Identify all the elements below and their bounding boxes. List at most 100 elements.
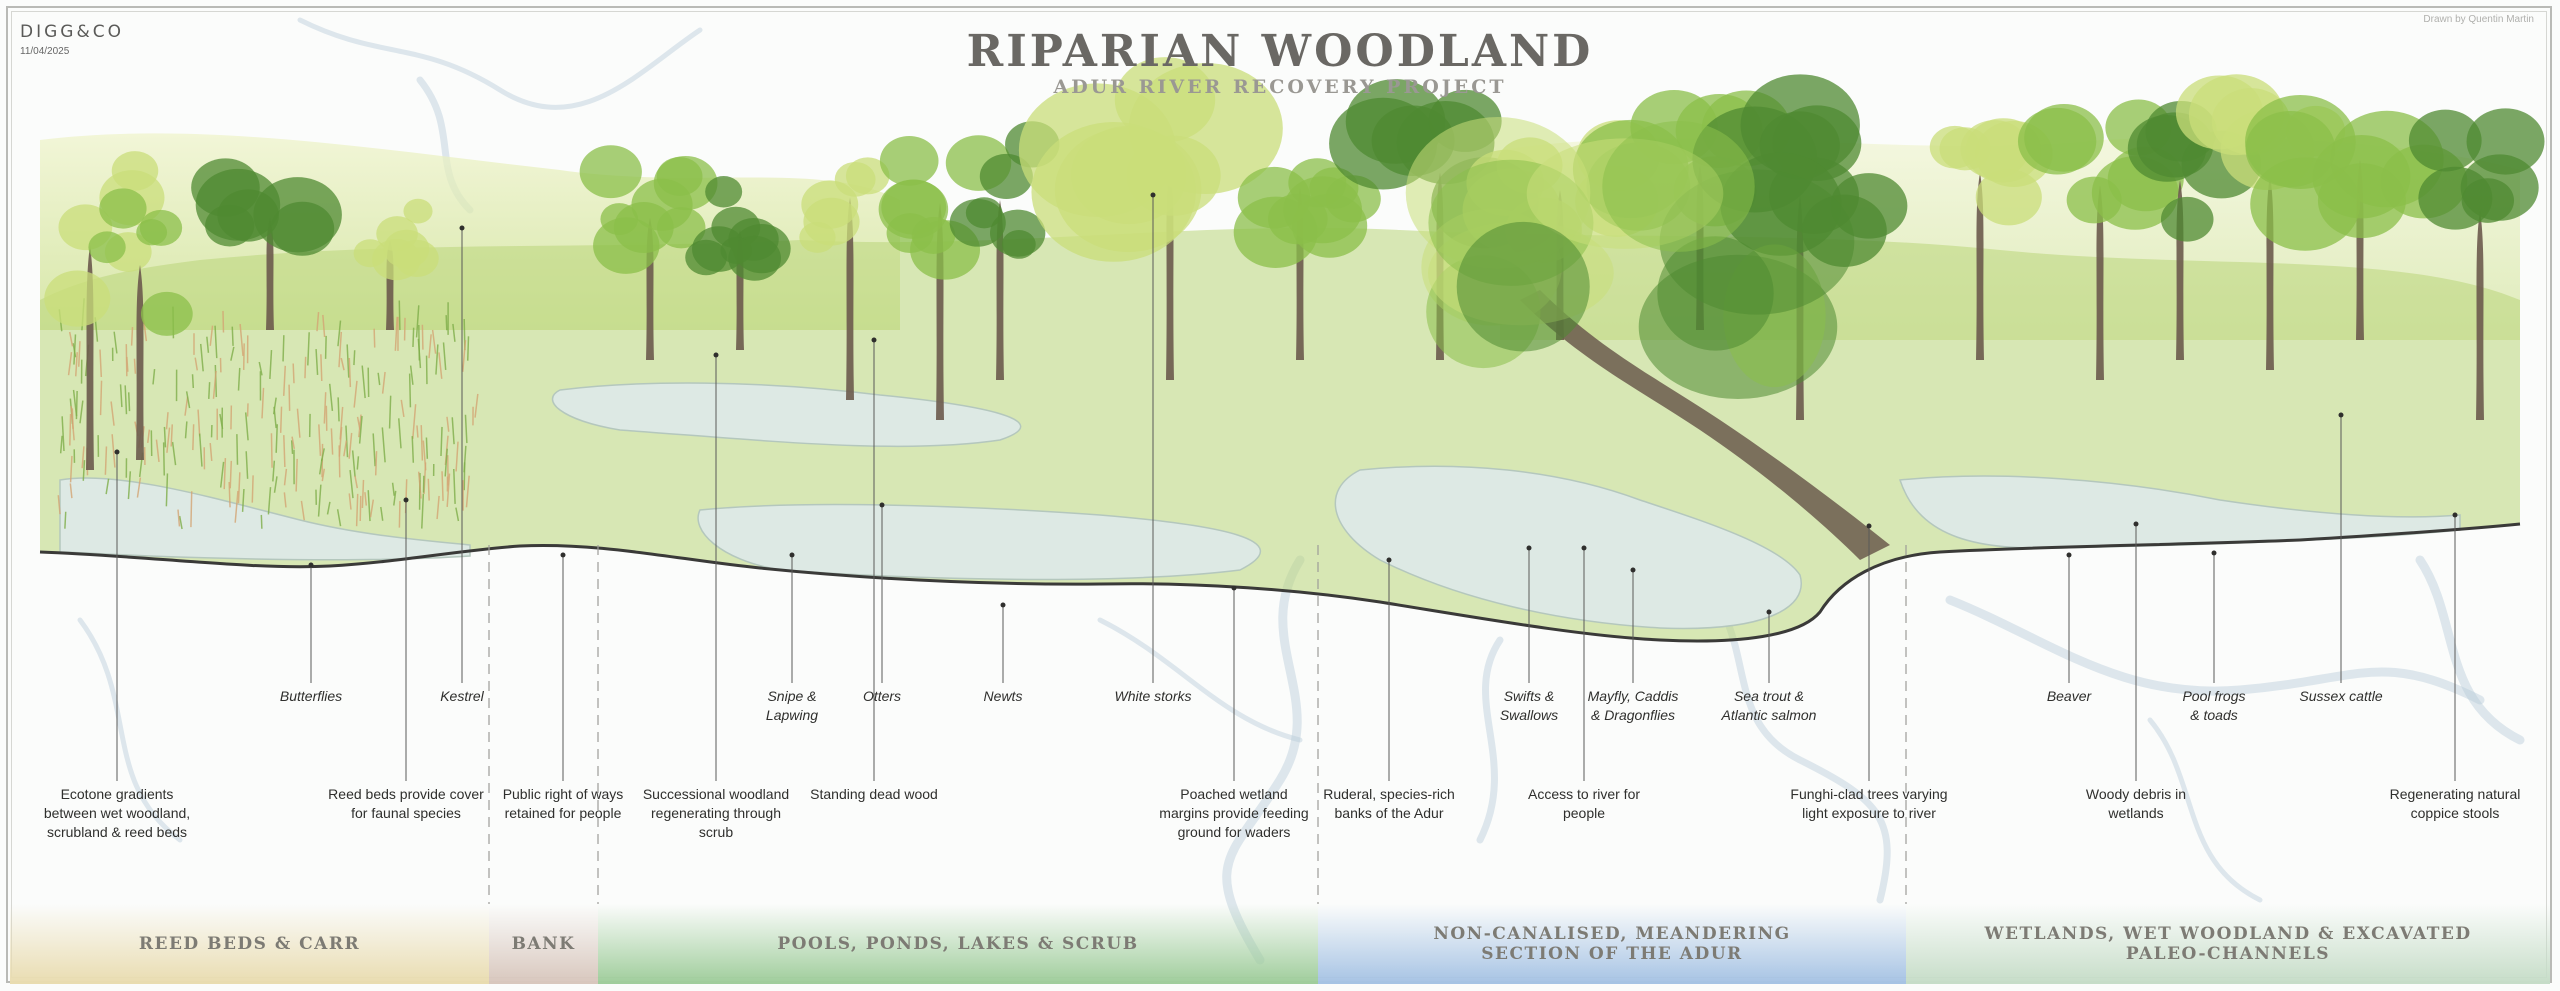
zone-label: NON-CANALISED, MEANDERING SECTION OF THE… bbox=[1433, 924, 1791, 964]
tree bbox=[685, 176, 791, 350]
reed bbox=[68, 331, 74, 347]
label-mayfly: Mayfly, Caddis& Dragonflies bbox=[1513, 687, 1753, 725]
map-line bbox=[1222, 555, 1305, 965]
reed bbox=[155, 439, 160, 462]
tree-foliage bbox=[720, 237, 753, 264]
tree-foliage bbox=[2418, 166, 2493, 230]
page-title: RIPARIAN WOODLAND bbox=[966, 26, 1594, 77]
label-beaver: Beaver bbox=[1949, 687, 2189, 706]
label-line: & Dragonflies bbox=[1590, 707, 1676, 723]
reed bbox=[184, 421, 188, 439]
tree-foliage bbox=[989, 209, 1046, 257]
tree bbox=[949, 121, 1060, 380]
leader-dot bbox=[114, 449, 120, 455]
leader-dot bbox=[403, 497, 409, 503]
zone-non-canalised: NON-CANALISED, MEANDERING SECTION OF THE… bbox=[1318, 904, 1906, 984]
reed bbox=[353, 350, 356, 366]
tree-trunk bbox=[2096, 185, 2104, 380]
label-line: light exposure to river bbox=[1802, 805, 1936, 821]
reed bbox=[336, 509, 342, 527]
reed bbox=[440, 426, 443, 456]
zone-label: WETLANDS, WET WOODLAND & EXCAVATED PALEO… bbox=[1984, 924, 2472, 964]
reed bbox=[59, 435, 63, 454]
reed bbox=[367, 490, 371, 522]
label-line: & toads bbox=[2190, 707, 2238, 723]
label-line: Sea trout & bbox=[1733, 688, 1805, 704]
leader-dot bbox=[789, 552, 795, 558]
reed bbox=[304, 356, 307, 379]
label-line: Poached wetland bbox=[1180, 786, 1288, 802]
reed bbox=[412, 404, 417, 439]
reed bbox=[438, 352, 443, 379]
reed bbox=[317, 484, 322, 517]
label-line: banks of the Adur bbox=[1334, 805, 1444, 821]
oak-foliage bbox=[1657, 236, 1774, 351]
reed bbox=[328, 383, 334, 411]
reed bbox=[337, 397, 340, 422]
reed bbox=[421, 324, 424, 350]
label-snipe: Snipe &Lapwing bbox=[672, 687, 912, 725]
reed bbox=[372, 433, 376, 467]
leader-dot bbox=[1866, 523, 1872, 529]
label-line: coppice stools bbox=[2410, 805, 2500, 821]
label-line: ground for waders bbox=[1177, 824, 1291, 840]
reed bbox=[110, 401, 115, 426]
label-line: Sussex cattle bbox=[2299, 688, 2383, 704]
tree-foliage bbox=[1031, 122, 1196, 262]
reed bbox=[307, 332, 310, 366]
reed bbox=[75, 352, 78, 377]
tree-foliage bbox=[270, 201, 335, 256]
tree-foliage bbox=[140, 291, 193, 336]
reed bbox=[318, 424, 322, 456]
reed bbox=[244, 412, 249, 441]
label-newts: Newts bbox=[883, 687, 1123, 706]
reed bbox=[421, 493, 425, 529]
label-line: Regenerating natural bbox=[2389, 786, 2521, 802]
reed bbox=[71, 408, 74, 429]
reed bbox=[359, 495, 362, 522]
tree bbox=[1018, 57, 1283, 380]
map-line bbox=[77, 617, 183, 843]
reed bbox=[282, 335, 285, 362]
label-line: wetlands bbox=[2108, 805, 2164, 821]
zone-pools: POOLS, PONDS, LAKES & SCRUB bbox=[598, 904, 1318, 984]
reed bbox=[147, 429, 151, 443]
leader-dot bbox=[2133, 521, 2139, 527]
reed bbox=[104, 446, 108, 475]
reed bbox=[465, 475, 470, 508]
reed bbox=[234, 490, 239, 523]
reed bbox=[119, 384, 123, 408]
reed bbox=[81, 446, 85, 469]
map-line bbox=[2147, 717, 2263, 903]
reed bbox=[228, 481, 231, 508]
reed bbox=[258, 361, 263, 376]
reed bbox=[82, 460, 86, 481]
reed bbox=[315, 348, 319, 376]
reed bbox=[364, 492, 368, 506]
reed bbox=[348, 432, 353, 459]
water-body bbox=[59, 477, 471, 561]
reed bbox=[318, 458, 323, 475]
reed bbox=[455, 507, 460, 522]
reed bbox=[343, 440, 348, 457]
water-body bbox=[1334, 465, 1802, 630]
label-line: retained for people bbox=[504, 805, 622, 821]
reed bbox=[356, 456, 360, 470]
reed bbox=[163, 426, 167, 448]
artist-credit: Drawn by Quentin Martin bbox=[2423, 14, 2534, 25]
reed bbox=[398, 418, 402, 449]
reed bbox=[245, 451, 249, 479]
reed bbox=[162, 442, 165, 476]
reed bbox=[445, 315, 448, 331]
label-sea-trout: Sea trout &Atlantic salmon bbox=[1649, 687, 1889, 725]
label-line: scrub bbox=[698, 824, 734, 840]
label-line: White storks bbox=[1114, 688, 1192, 704]
reed bbox=[323, 392, 327, 424]
reed bbox=[417, 471, 422, 499]
reed bbox=[275, 424, 279, 453]
